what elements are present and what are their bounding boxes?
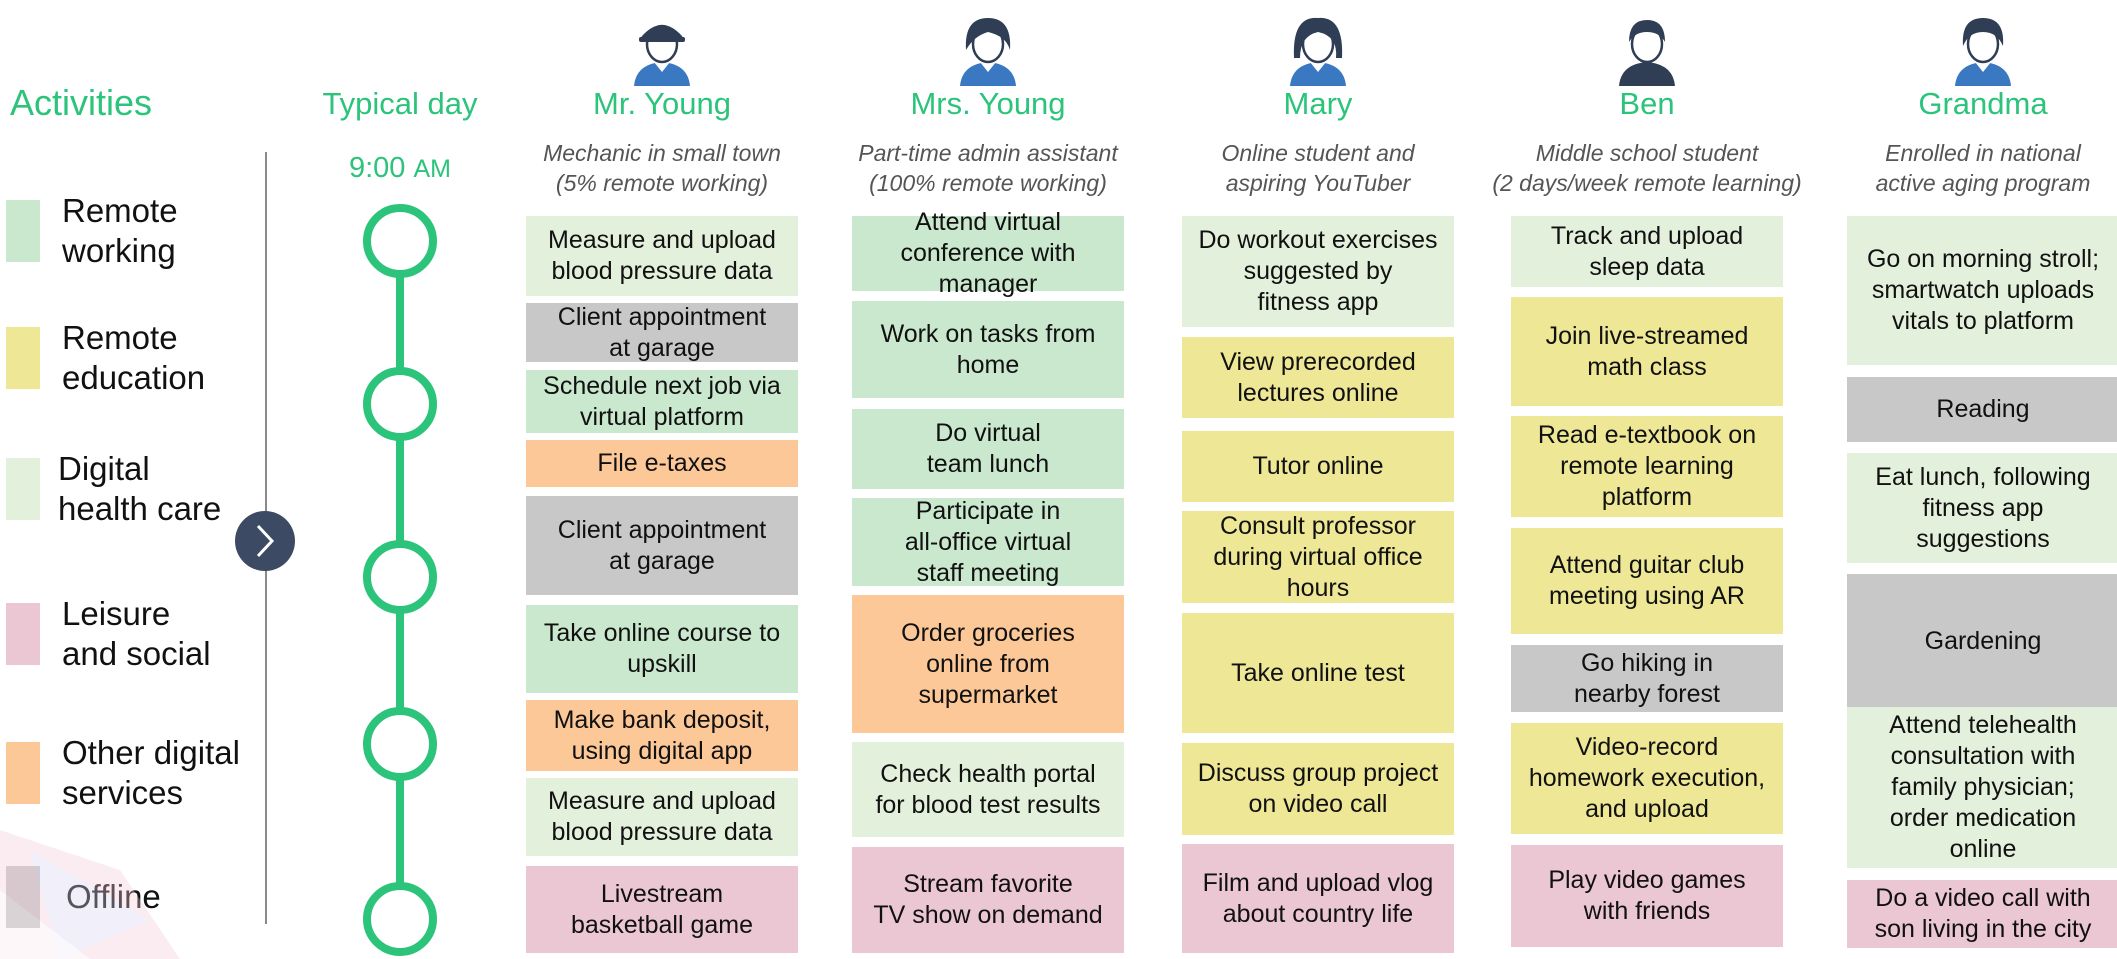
start-time-label: 9:00 AM [300,152,500,185]
chevron-right-icon [256,524,275,558]
mechanic-avatar-icon [622,6,702,86]
activity-box: Read e-textbook on remote learning platf… [1511,416,1783,517]
activity-box: Client appointment at garage [526,496,798,595]
activity-box: Participate in all-office virtual staff … [852,497,1124,587]
legend-title: Activities [10,82,153,123]
day-timeline [363,204,437,956]
legend-item-digital-health-care: Digital health care [6,449,221,529]
activity-box: Video-record homework execution, and upl… [1511,723,1783,834]
legend-item-other-digital-services: Other digital services [6,733,240,813]
legend-item-offline: Offline [6,866,161,928]
next-arrow-button[interactable] [235,511,295,571]
boy-avatar-icon [1607,6,1687,86]
legend-label: Digital health care [58,450,222,527]
legend-item-leisure-and-social: Leisure and social [6,594,211,674]
legend-swatch-remote-education [6,327,40,389]
activity-box: Attend guitar club meeting using AR [1511,528,1783,634]
activity-box: Measure and upload blood pressure data [526,778,798,856]
legend-item-remote-education: Remote education [6,318,205,398]
start-time-ampm: AM [413,155,452,183]
activity-box: Order groceries online from supermarket [852,595,1124,733]
activity-box: Play video games with friends [1511,845,1783,947]
watermark-shape [0,830,180,959]
legend-item-remote-working: Remote working [6,191,178,271]
activity-box: Consult professor during virtual office … [1182,511,1454,603]
persona-description: Part-time admin assistant (100% remote w… [858,140,1118,196]
legend-label: Remote working [62,192,178,269]
activity-box: Check health portal for blood test resul… [852,742,1124,837]
legend-label: Leisure and social [62,595,211,672]
persona-name: Mrs. Young [910,86,1066,121]
activity-box: Track and upload sleep data [1511,216,1783,287]
persona-name: Mary [1283,86,1353,121]
activity-box: Go hiking in nearby forest [1511,645,1783,712]
legend-swatch-leisure-and-social [6,603,40,665]
activity-box: Attend telehealth consultation with fami… [1847,707,2117,868]
activity-box: Do virtual team lunch [852,409,1124,489]
grandma-avatar-icon [1943,6,2023,86]
typical-day-title: Typical day [322,86,478,121]
timeline-stop [363,204,437,278]
persona-name: Ben [1619,86,1675,121]
persona-description: Online student and aspiring YouTuber [1221,140,1415,196]
timeline-stop [363,540,437,614]
activity-box: Join live-streamed math class [1511,297,1783,406]
activity-box: Go on morning stroll; smartwatch uploads… [1847,216,2117,365]
legend-swatch-offline [6,866,40,928]
activity-box: Gardening [1847,574,2117,708]
activity-box: Do a video call with son living in the c… [1847,880,2117,948]
activity-box: View prerecorded lectures online [1182,337,1454,418]
activity-box: Attend virtual conference with manager [852,208,1124,298]
start-time: 9:00 [348,152,406,184]
activity-box: Eat lunch, following fitness app suggest… [1847,453,2117,563]
legend-label: Offline [66,877,161,917]
activity-box: Schedule next job via virtual platform [526,370,798,433]
activity-box: Discuss group project on video call [1182,743,1454,835]
legend-label: Remote education [62,319,206,396]
timeline-stop [363,707,437,781]
persona-description: Enrolled in national active aging progra… [1875,140,2091,196]
activity-box: Stream favorite TV show on demand [852,847,1124,953]
activity-box: Tutor online [1182,431,1454,502]
activity-box: Reading [1847,377,2117,442]
activity-box: Client appointment at garage [526,303,798,362]
timeline-stop [363,882,437,956]
activity-box: Measure and upload blood pressure data [526,216,798,296]
activity-box: Livestream basketball game [526,866,798,953]
activity-box: Film and upload vlog about country life [1182,844,1454,953]
activity-box: File e-taxes [526,440,798,487]
activity-box: Work on tasks from home [852,301,1124,398]
activity-box: Take online test [1182,613,1454,733]
legend-label: Other digital services [62,734,240,811]
woman-avatar-icon [948,6,1028,86]
timeline-stop [363,367,437,441]
activity-box: Take online course to upskill [526,605,798,693]
girl-avatar-icon [1278,6,1358,86]
legend-swatch-digital-health-care [6,458,40,520]
persona-description: Mechanic in small town (5% remote workin… [543,140,781,196]
persona-name: Grandma [1918,86,2048,121]
activity-box: Do workout exercises suggested by fitnes… [1182,216,1454,327]
legend-swatch-other-digital-services [6,742,40,804]
persona-name: Mr. Young [593,86,731,121]
legend-swatch-remote-working [6,200,40,262]
persona-description: Middle school student (2 days/week remot… [1492,140,1802,196]
activity-box: Make bank deposit, using digital app [526,700,798,771]
